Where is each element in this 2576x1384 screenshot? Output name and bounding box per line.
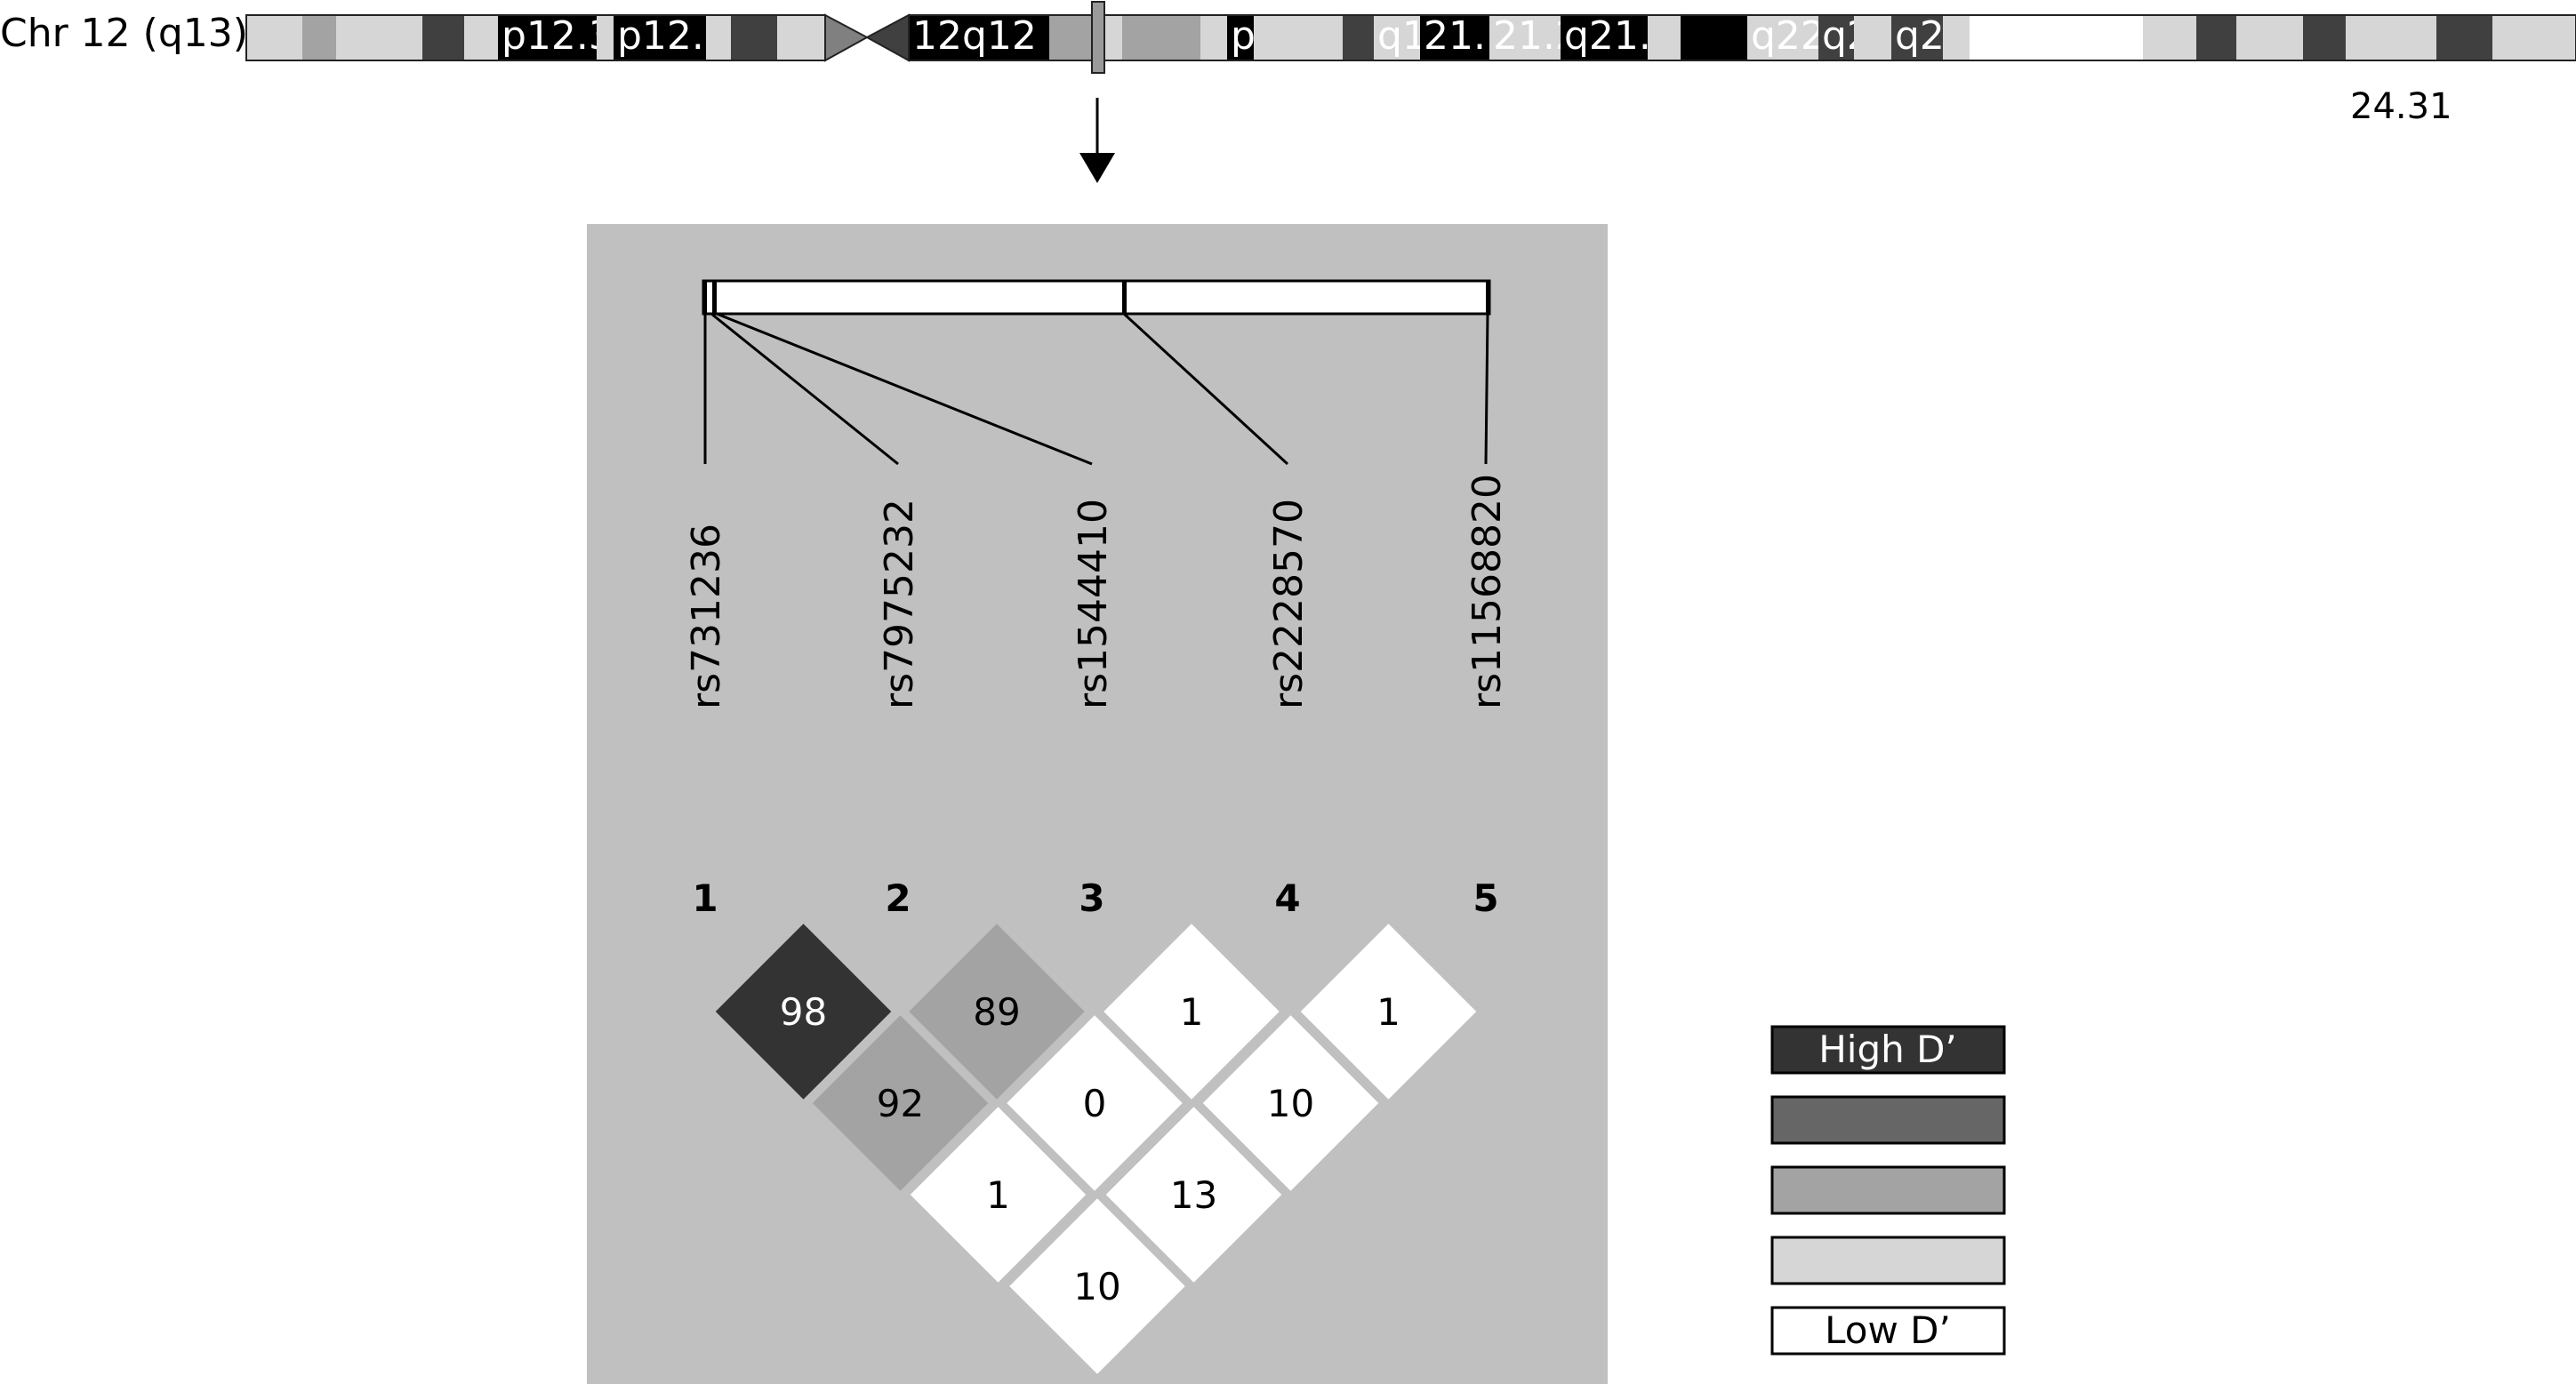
chromosome-band: [706, 15, 731, 60]
snp-index-label: 5: [1473, 876, 1498, 920]
chromosome-label: Chr 12 (q13): [0, 11, 248, 56]
legend-swatch: [1770, 1165, 2006, 1215]
chromosome-band: [498, 15, 597, 60]
chromosome-band: [336, 15, 422, 60]
legend-label: Low D’: [1825, 1308, 1951, 1352]
chromosome-band: [614, 15, 706, 60]
chromosome-band: [246, 15, 302, 60]
snp-name-label: rs2228570: [1266, 499, 1312, 709]
chromosome-band: [2143, 15, 2196, 60]
chromosome-band: [2303, 15, 2346, 60]
chromosome-band: [1681, 15, 1747, 60]
legend-swatch: [1770, 1236, 2006, 1285]
gene-track-bar: [702, 279, 1491, 316]
chromosome-band: [464, 15, 498, 60]
chromosome-band: [1374, 15, 1420, 60]
chromosome-band: [1970, 15, 2143, 60]
snp-index-labels: 1 2 3 4 5: [692, 876, 1498, 920]
ideogram-p-outline: [245, 14, 826, 61]
gene-track: [702, 279, 1491, 466]
chromosome-band: [1818, 15, 1854, 60]
chromosome-band: [1122, 15, 1200, 60]
chromosome-band: [1489, 15, 1561, 60]
chromosome-band: [2436, 15, 2492, 60]
chromosome-band: [1854, 15, 1891, 60]
ld-cell-value: 10: [1267, 1082, 1314, 1125]
snp-connector-line: [710, 312, 899, 466]
ld-cell: [1098, 1099, 1289, 1291]
snp-name-label: rs731236: [684, 524, 729, 709]
snp-index-label: 4: [1274, 876, 1300, 920]
ld-cell: [1001, 1190, 1193, 1382]
ld-cell-value: 0: [1083, 1082, 1107, 1125]
snp-index-label: 2: [885, 876, 911, 920]
legend-swatch: [1770, 1095, 2006, 1145]
ld-cell-value: 13: [1170, 1173, 1217, 1217]
centromere-right: [864, 13, 910, 62]
chromosome-band: [302, 15, 336, 60]
chromosome-band: [1420, 15, 1489, 60]
snp-connector-line: [716, 312, 1093, 466]
snp-index-label: 3: [1079, 876, 1104, 920]
ld-cell: [805, 1007, 996, 1199]
chromosome-band: [1254, 15, 1343, 60]
chromosome-band: [731, 15, 777, 60]
chromosome-band: [1561, 15, 1648, 60]
ld-triangle: 98 89 1 1 92 0 10 1 13 10: [708, 916, 1484, 1382]
chromosome-band: [1343, 15, 1374, 60]
snp-connector-line: [1122, 312, 1289, 466]
snp-name-labels: rs731236 rs7975232 rs1544410 rs2228570 rs115…: [684, 474, 1510, 709]
chromosome-band: [2236, 15, 2303, 60]
chromosome-band: [1891, 15, 1943, 60]
ld-cell-value: 92: [877, 1082, 924, 1125]
ld-cell-value: 1: [986, 1173, 1010, 1217]
ld-cell-value: 1: [1376, 990, 1400, 1034]
ideogram-q-outline: [908, 14, 2576, 61]
chromosome-band: [422, 15, 464, 60]
snp-name-label: rs7975232: [877, 499, 922, 709]
ld-cell-value: 1: [1180, 990, 1204, 1034]
snp-connector-line: [1484, 313, 1489, 465]
snp-name-label: rs1544410: [1071, 499, 1116, 709]
legend-swatch: [1770, 1306, 2006, 1356]
snp-connector-lines: [703, 312, 1489, 466]
ld-cell-value: 89: [973, 990, 1020, 1034]
ld-cell-value: 98: [780, 990, 827, 1034]
region-marker: [1091, 1, 1105, 74]
chromosome-band: [597, 15, 614, 60]
chromosome-band: [909, 15, 1049, 60]
chromosome-band: [2492, 15, 2576, 60]
snp-name-label: rs11568820: [1465, 474, 1510, 709]
chromosome-band: [2346, 15, 2436, 60]
zoom-arrow: [1079, 98, 1115, 183]
ld-cell: [903, 1099, 1094, 1291]
chromosome-band: [2196, 15, 2236, 60]
chromosome-band: [1200, 15, 1227, 60]
chromosome-band: [1227, 15, 1254, 60]
chromosome-band: [1943, 15, 1970, 60]
d-prime-legend: High D’ Low D’: [1770, 1025, 2006, 1356]
legend-swatch: [1770, 1025, 2006, 1075]
ld-cell: [1195, 1007, 1386, 1199]
ld-cell: [708, 916, 899, 1108]
chromosome-band: [777, 15, 825, 60]
ld-cell-value: 10: [1073, 1265, 1120, 1308]
ld-cell: [1293, 916, 1484, 1108]
chromosome-band: [1049, 15, 1092, 60]
legend-label: High D’: [1818, 1028, 1957, 1071]
chromosome-band-label: 12q12: [912, 13, 1037, 59]
position-value: 24.31: [2350, 86, 2452, 127]
chromosome-band-label: q22: [1751, 13, 1826, 59]
chromosome-band: [1648, 15, 1681, 60]
snp-index-label: 1: [692, 876, 718, 920]
chromosome-band-label: p12.3: [502, 13, 614, 59]
chromosome-band: [1747, 15, 1818, 60]
centromere-left: [824, 13, 870, 62]
